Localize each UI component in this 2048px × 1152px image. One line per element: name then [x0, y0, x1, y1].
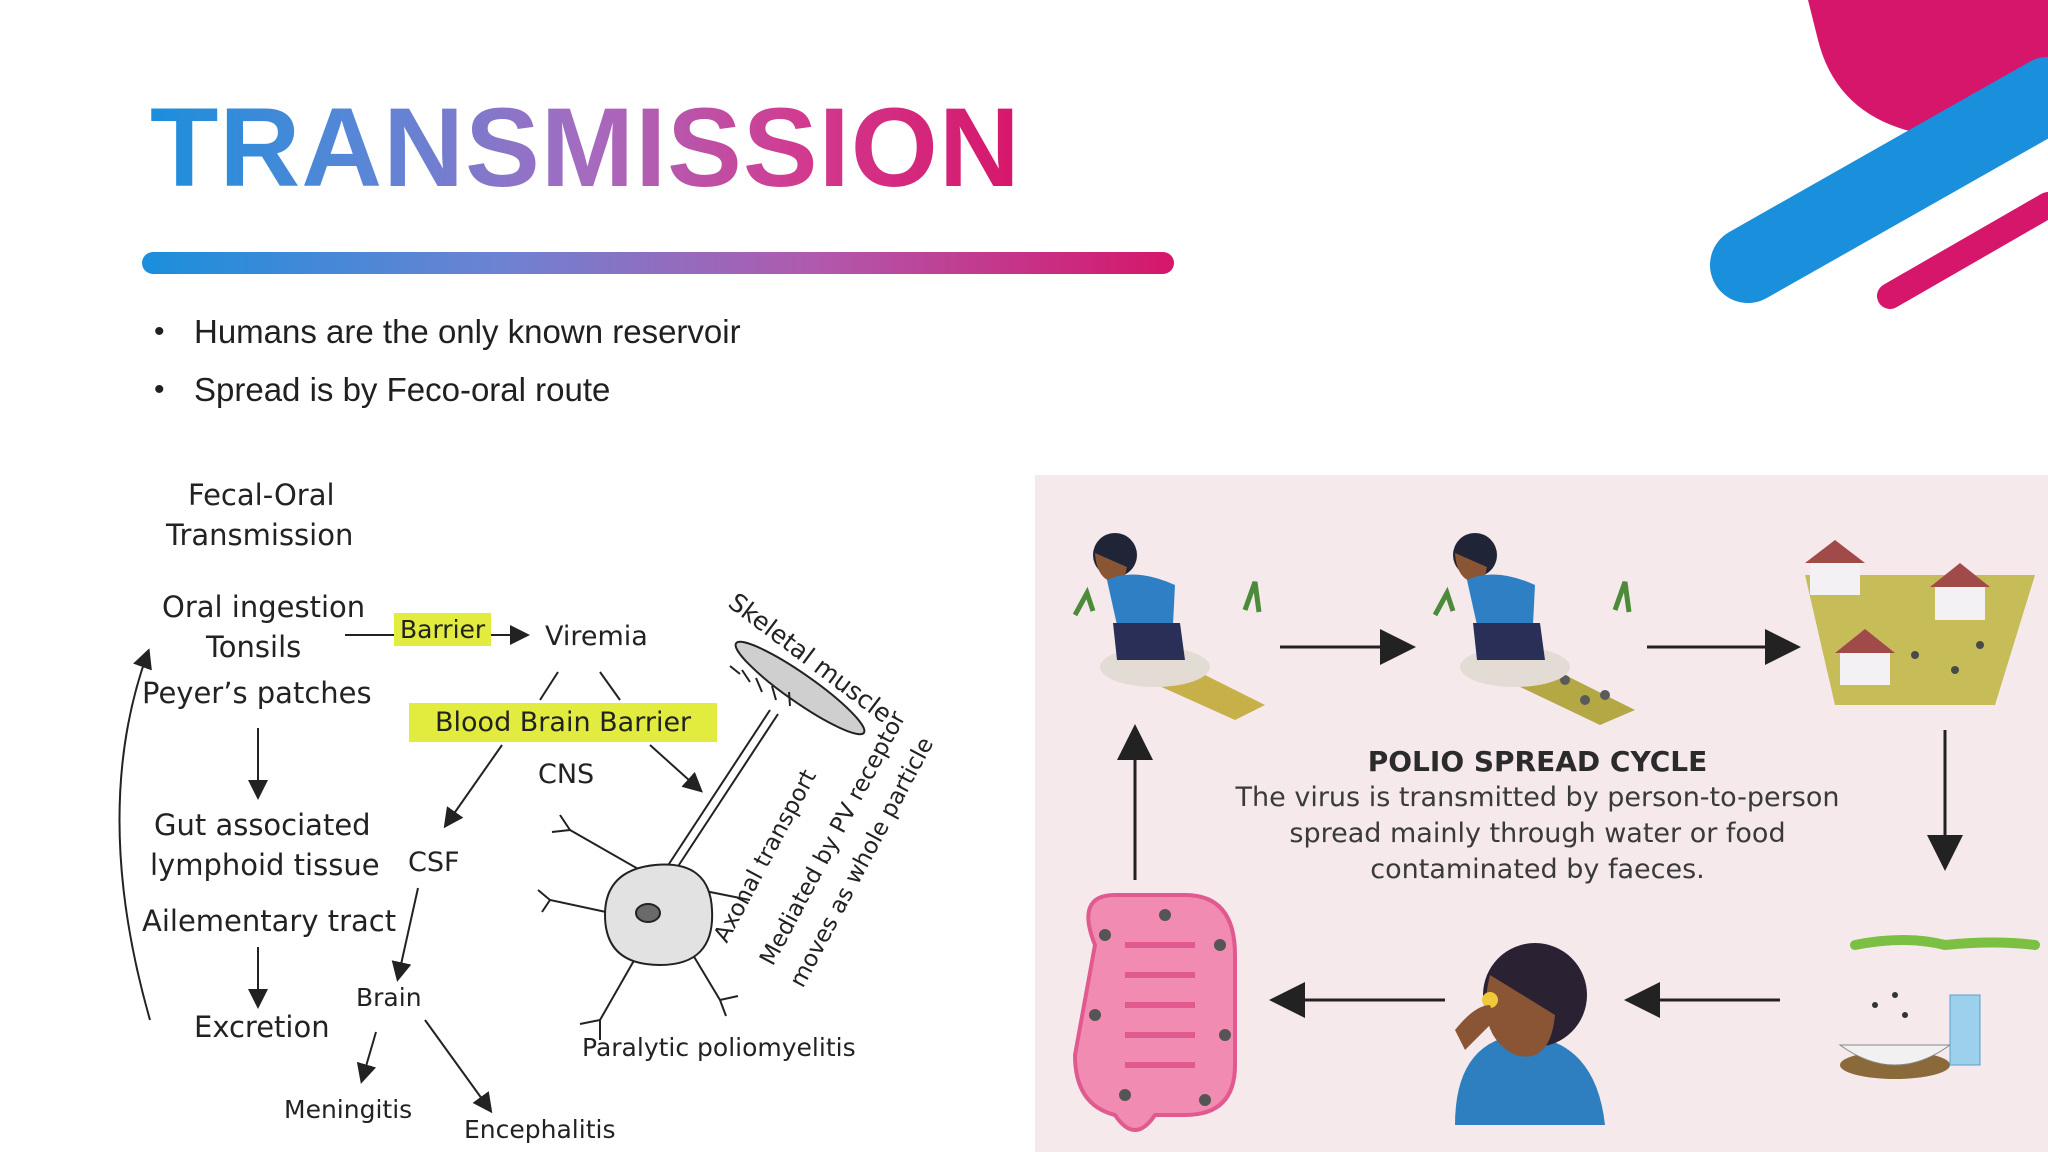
label-paralytic-poliomyelitis: Paralytic poliomyelitis — [582, 1033, 856, 1062]
bullet-item: Humans are the only known reservoir — [150, 308, 741, 366]
label-oral-ingestion: Oral ingestion — [162, 590, 366, 624]
label-alimentary-tract: Ailementary tract — [142, 904, 397, 938]
label-gut-associated: Gut associated — [154, 808, 371, 842]
label-barrier: Barrier — [394, 613, 492, 646]
cycle-title: POLIO SPREAD CYCLE — [1367, 745, 1708, 778]
diagram-heading: Transmission — [166, 518, 354, 552]
label-meningitis: Meningitis — [284, 1095, 413, 1124]
label-tonsils: Tonsils — [206, 630, 302, 664]
polio-spread-cycle-panel: POLIO SPREAD CYCLE The virus is transmit… — [1035, 475, 2048, 1152]
corner-decoration — [1710, 0, 2048, 309]
label-csf: CSF — [408, 847, 460, 878]
person-squatting-icon — [1432, 533, 1635, 725]
slide-title: TRANSMISSION — [150, 85, 1021, 210]
person-squatting-icon — [1072, 533, 1265, 720]
cycle-illustrations — [1072, 533, 2040, 1132]
label-excretion: Excretion — [194, 1010, 330, 1044]
label-brain: Brain — [356, 983, 422, 1012]
intestine-icon — [1072, 893, 1237, 1132]
bullet-item: Spread is by Feco-oral route — [150, 366, 741, 424]
person-eating-icon — [1455, 943, 1605, 1125]
village-icon — [1805, 540, 2035, 705]
label-viremia: Viremia — [545, 621, 648, 652]
bullet-list: Humans are the only known reservoir Spre… — [150, 308, 741, 424]
diagram-heading: Fecal-Oral — [188, 478, 335, 512]
contaminated-food-water-icon — [1838, 935, 2040, 1079]
transmission-diagram: Fecal-Oral Transmission Oral ingestion T… — [100, 460, 1000, 1152]
cycle-description: The virus is transmitted by person-to-pe… — [1235, 782, 1840, 885]
label-cns: CNS — [538, 759, 595, 790]
label-lymphoid-tissue: lymphoid tissue — [150, 848, 380, 882]
label-blood-brain-barrier: Blood Brain Barrier — [409, 703, 718, 742]
diagram-arrows — [118, 625, 866, 1114]
label-encephalitis: Encephalitis — [464, 1115, 616, 1144]
label-peyers-patches: Peyer’s patches — [142, 676, 372, 710]
title-underline — [142, 252, 1174, 274]
